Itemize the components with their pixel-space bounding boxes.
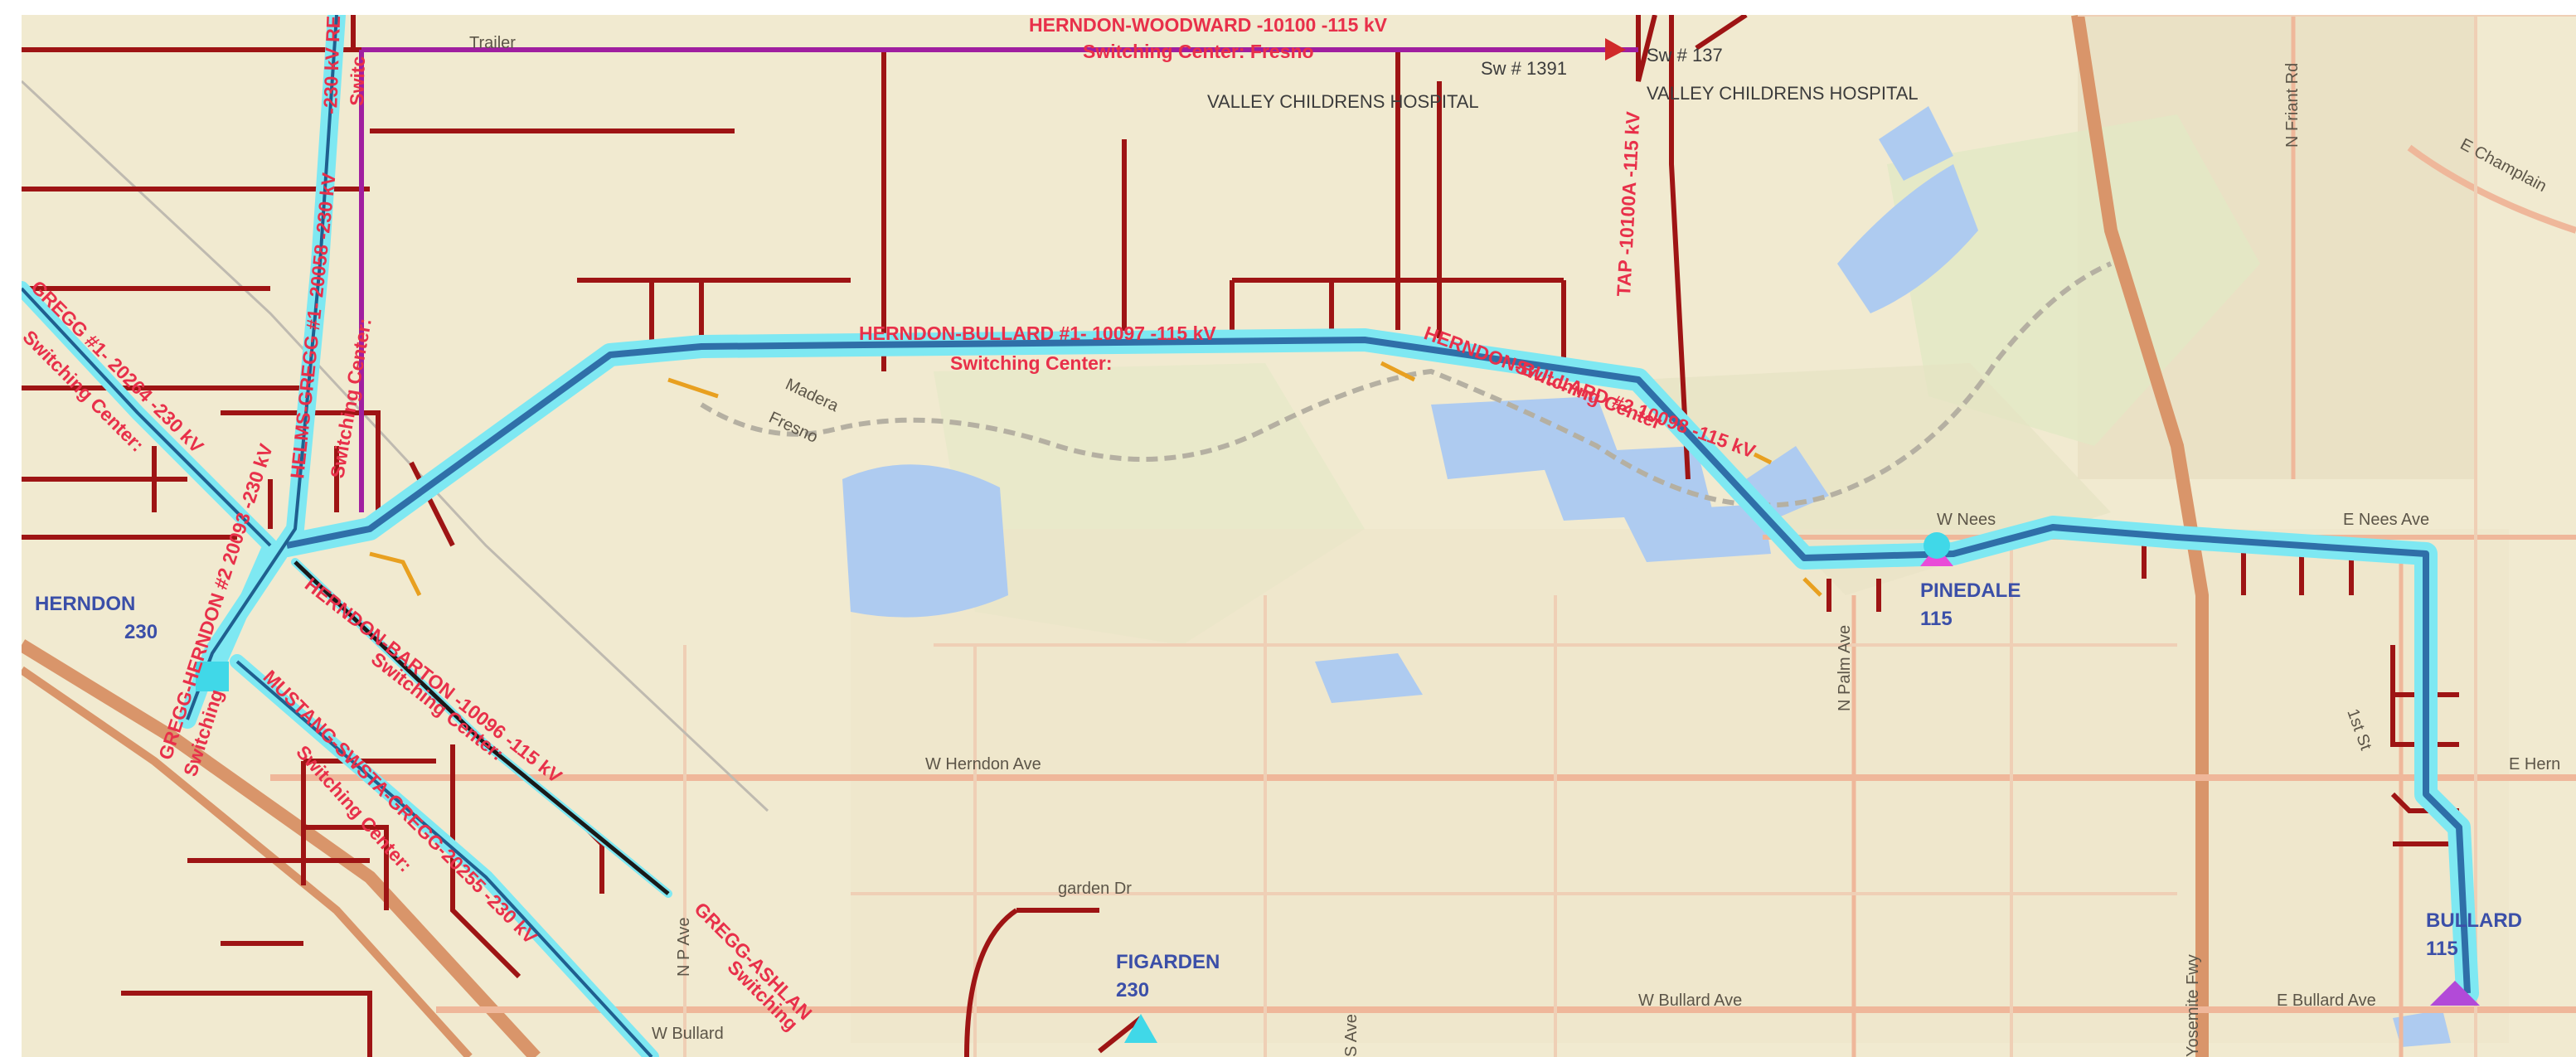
yosemite-fwy (2071, 15, 2209, 1057)
map-view[interactable]: HERNDON-WOODWARD -10100 -115 kV Switchin… (22, 15, 2576, 1057)
highway-diagonal-sw-2 (22, 666, 473, 1057)
label-herndon-woodward: HERNDON-WOODWARD -10100 -115 kV (1029, 15, 1388, 36)
label-herndon-kv: 230 (124, 621, 158, 643)
lake-small-east (1315, 653, 1423, 703)
pinedale-dot (1924, 532, 1950, 559)
ponds-central-3 (1622, 504, 1771, 562)
label-e-hern: E Hern (2509, 755, 2560, 773)
ponds-central-2 (1539, 446, 1713, 521)
lake-west (842, 464, 1008, 618)
river-county-line (700, 261, 2113, 508)
label-helms-gregg-top-center: Switc (346, 56, 369, 106)
label-hospital-left: VALLEY CHILDRENS HOSPITAL (1207, 91, 1479, 112)
figarden-marker (1124, 1014, 1157, 1043)
label-figarden-substation: FIGARDEN (1116, 951, 1220, 973)
label-e-nees: E Nees Ave (2343, 511, 2429, 529)
road-champlain (2407, 144, 2576, 234)
label-w-herndon: W Herndon Ave (925, 755, 1041, 773)
label-herndon-substation: HERNDON (35, 593, 135, 615)
orange-lines (369, 361, 1822, 597)
pond-far-east (2393, 1010, 2451, 1047)
label-w-bullard: W Bullard Ave (1638, 992, 1742, 1010)
map-canvas[interactable]: HERNDON-WOODWARD -10100 -115 kV Switchin… (22, 15, 2576, 1057)
label-n-ave-left: N P Ave (675, 917, 693, 977)
label-figarden-dr: garden Dr (1058, 880, 1132, 898)
water-bodies (842, 106, 2451, 1047)
substation-markers[interactable] (196, 38, 2480, 1043)
bullard-marker (2430, 981, 2480, 1006)
label-e-bullard: E Bullard Ave (2277, 992, 2376, 1010)
ponds-river-2 (1879, 106, 1953, 181)
label-herndon-woodward-center: Switching Center: Fresno (1083, 41, 1314, 62)
line-herndon-bullard (286, 337, 2471, 994)
land-use-areas (851, 15, 2509, 1043)
label-pinedale-kv: 115 (1920, 608, 1953, 630)
sw-1391-marker (1605, 38, 1626, 61)
highway-diagonal-sw (22, 639, 541, 1057)
label-herndon-bullard-1: HERNDON-BULLARD #1- 10097 -115 kV (859, 322, 1216, 344)
label-bullard-substation: BULLARD (2426, 909, 2522, 932)
label-s-ave: S Ave (1342, 1014, 1361, 1057)
label-helms-gregg-top: -230 kV REG (319, 15, 345, 114)
herndon-marker (196, 662, 229, 691)
label-sw-137: Sw # 137 (1647, 45, 1723, 65)
line-gregg-ashlan (235, 660, 653, 1057)
roads (22, 15, 2576, 1057)
label-bullard-kv: 115 (2426, 938, 2458, 960)
label-herndon-bullard-1-center: Switching Center: (950, 352, 1113, 374)
label-figarden-kv: 230 (1116, 979, 1149, 1001)
label-trailer: Trailer (469, 34, 516, 52)
line-herndon-barton (293, 560, 670, 895)
label-w-nees: W Nees (1937, 511, 1996, 529)
label-w-bullard-left: W Bullard (652, 1025, 724, 1043)
label-yosemite-fwy: Yosemite Fwy (2184, 954, 2202, 1057)
ponds-river-1 (1837, 164, 1978, 313)
label-n-friant: N Friant Rd (2283, 63, 2302, 148)
line-gregg-nw (22, 287, 272, 547)
label-n-palm: N Palm Ave (1836, 625, 1854, 711)
label-hospital-right: VALLEY CHILDRENS HOSPITAL (1647, 83, 1919, 104)
tie-line-herndon-woodward (359, 47, 1638, 512)
label-pinedale-substation: PINEDALE (1920, 579, 2021, 602)
label-sw-1391: Sw # 1391 (1481, 58, 1567, 79)
